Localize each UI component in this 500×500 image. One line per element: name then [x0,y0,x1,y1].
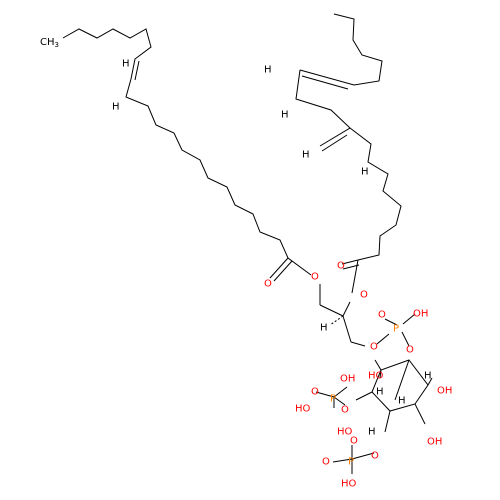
glycerol-bonds [319,301,366,347]
phosphorus-label: P [330,394,336,405]
carbonyl-bond-2 [273,260,293,282]
hydroxyl-label: OH [427,437,442,448]
oxygen-label: O [341,405,349,416]
ring-substituent [384,410,391,433]
double-bond-inner [301,75,349,90]
hydrogen-label: H [122,59,130,70]
ring-substituent [379,369,382,379]
glycerol-bond [342,315,352,343]
hydrogen-label: H [398,396,406,407]
hydrogen-label: H [376,387,384,398]
phosphate-inositol-bonds [315,313,433,474]
hydroxyl-label: HO [368,371,384,382]
hydroxyl-label: HO [341,479,357,490]
double-bond-inner [321,134,348,152]
hydroxyl-label: HO [337,427,353,438]
oxygen-label: O [337,261,345,272]
hydroxyl-label: OH [413,309,428,320]
oxygen-label: O [264,279,272,290]
phosphate-bond [315,391,335,398]
chain-bond [349,127,402,261]
oxygen-label: O [378,310,386,321]
chain-bond [295,69,351,147]
phosphorus-label: P [348,457,354,468]
phosphate-bond [333,396,346,406]
hydroxyl-label: OH [340,374,355,385]
hydrogen-label: H [368,427,376,438]
glycerol-bond [319,304,344,317]
carbonyl-bond-2 [342,264,360,270]
carbonyl-bond [341,259,359,265]
hydrogen-label: H [281,110,289,121]
phosphate-bond [332,458,353,463]
glycerol-bond [350,341,366,347]
chain-bond [125,78,312,276]
phosphate-bond [376,333,390,345]
hydrogen-label: H [112,102,120,113]
ring-substituent [374,359,382,371]
methyl-label: CH3 [40,37,59,50]
ring-substituent [394,359,410,401]
ring-substituent [427,377,433,386]
left-acyl-chain-bonds [62,28,321,305]
hydrogen-label: H [320,323,328,334]
ring-substituent [355,391,373,401]
hydroxyl-label: OH [437,386,452,397]
oxygen-label: O [360,290,368,301]
hydrogen-label: H [361,167,369,178]
oxygen-label: O [371,451,379,462]
oxygen-label: O [311,272,319,283]
oxygen-label: O [322,457,330,468]
ester-bond [351,259,359,294]
hydroxyl-label: HO [295,404,311,415]
oxygen-label: O [350,436,358,447]
chain-bond [299,13,383,86]
phosphate-bond [333,386,348,398]
oxygen-label: O [311,387,319,398]
chain-bond [62,28,152,80]
hydrogen-label: H [264,65,272,76]
carbonyl-bond [269,257,289,279]
phosphate-bond [384,318,398,326]
phosphorus-label: P [393,324,399,335]
phosphate-bond [402,313,416,325]
right-acyl-chain-bonds [295,13,402,294]
double-bond-inner [134,60,140,81]
phosphate-bond [401,331,410,347]
glycerol-bond [342,301,351,317]
atom-labels: CH3 H H H H H H H H H H H O O O O O P O … [40,37,452,490]
hydrogen-label: H [424,371,432,382]
stereo-hash-bond [329,315,344,326]
hydrogen-label: H [302,150,310,161]
ring-substituent [414,403,426,425]
oxygen-label: O [370,342,378,353]
oxygen-label: O [406,345,414,356]
phosphate-bond [351,452,375,460]
